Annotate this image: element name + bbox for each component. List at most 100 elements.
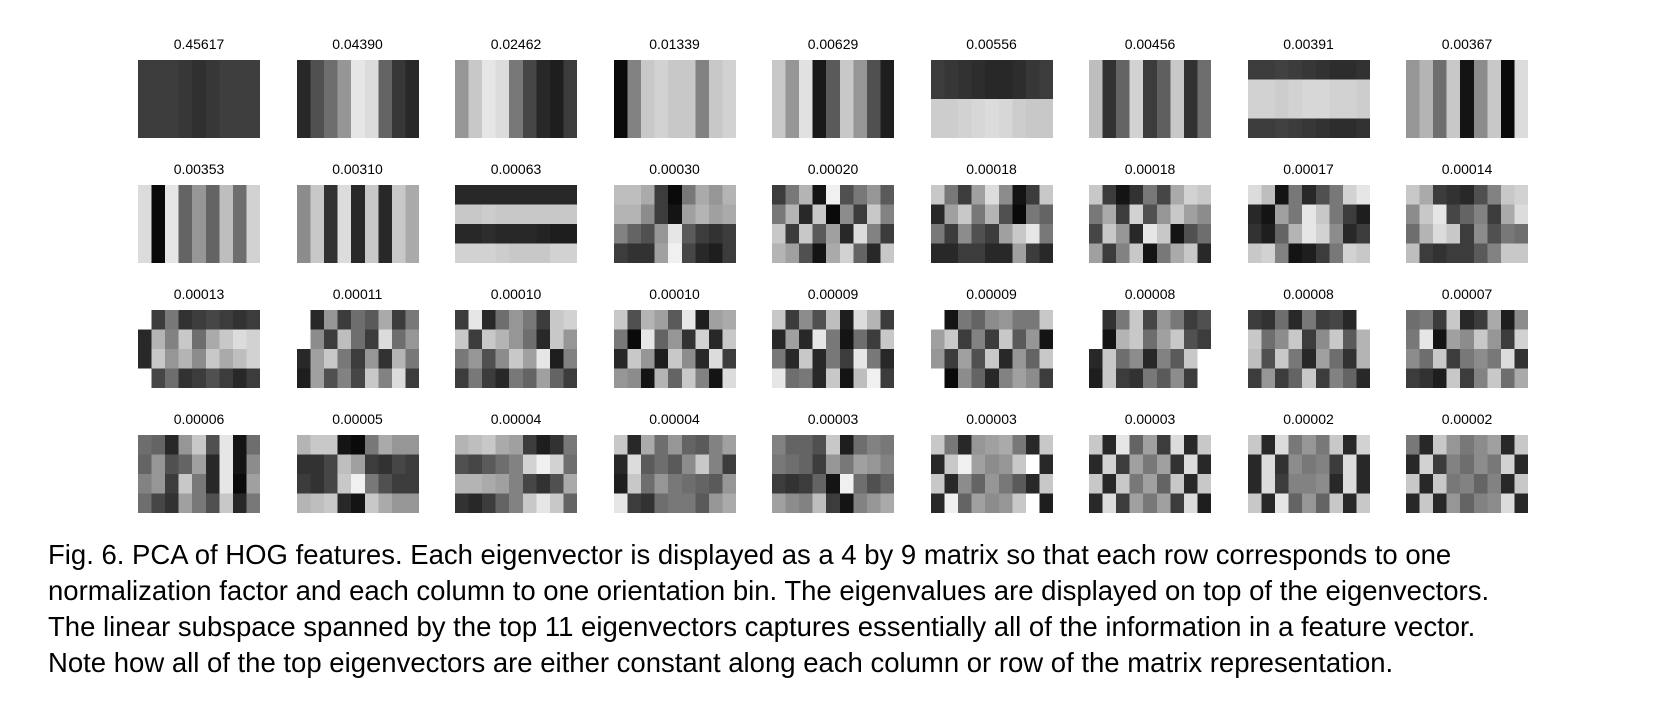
matrix-cell — [536, 435, 551, 456]
matrix-cell — [522, 224, 537, 245]
matrix-cell — [1183, 368, 1199, 388]
matrix-cell — [1156, 310, 1171, 331]
caption-line-1: Fig. 6. PCA of HOG features. Each eigenv… — [48, 539, 1452, 570]
matrix-cell — [1025, 185, 1040, 206]
matrix-cell — [296, 243, 311, 263]
matrix-cell — [1328, 310, 1343, 331]
matrix-cell — [1315, 118, 1330, 138]
matrix-cell — [826, 79, 841, 100]
matrix-cell — [799, 204, 814, 225]
matrix-cell — [1433, 454, 1448, 475]
matrix-cell — [522, 454, 537, 475]
matrix-cell — [1419, 310, 1434, 331]
matrix-cell — [1406, 435, 1421, 456]
matrix-cell — [455, 243, 470, 263]
matrix-cell — [1342, 224, 1357, 245]
matrix-cell — [984, 79, 999, 100]
matrix-cell — [998, 493, 1013, 513]
matrix-cell — [1446, 493, 1461, 513]
matrix-cell — [455, 79, 470, 100]
eigenvalue-label: 0.45617 — [173, 36, 225, 52]
matrix-cell — [1089, 474, 1104, 495]
matrix-cell — [667, 368, 682, 388]
eigenvalue-label: 0.00353 — [173, 161, 225, 177]
matrix-cell — [219, 493, 234, 513]
matrix-cell — [1419, 243, 1434, 263]
matrix-cell — [377, 454, 392, 475]
matrix-cell — [391, 435, 406, 456]
eigenvector-matrix — [138, 435, 260, 513]
matrix-cell — [1288, 118, 1303, 138]
matrix-cell — [1156, 118, 1171, 138]
matrix-cell — [138, 368, 153, 388]
matrix-cell — [1025, 118, 1040, 138]
matrix-cell — [1355, 204, 1370, 225]
matrix-cell — [971, 224, 986, 245]
eigenvector-matrix — [1406, 310, 1528, 388]
eigenvector-heatmap — [1406, 60, 1528, 138]
matrix-cell — [1301, 243, 1316, 263]
matrix-cell — [930, 474, 945, 495]
matrix-cell — [839, 349, 854, 370]
eigenvector-heatmap — [613, 310, 736, 388]
matrix-cell — [654, 185, 669, 206]
matrix-cell — [799, 349, 814, 370]
matrix-cell — [853, 435, 868, 456]
matrix-cell — [404, 79, 419, 100]
matrix-cell — [654, 310, 669, 331]
eigenvector-cell: 0.00030 — [613, 161, 736, 273]
matrix-cell — [1473, 349, 1488, 370]
matrix-cell — [1025, 99, 1040, 120]
matrix-cell — [205, 493, 220, 513]
matrix-cell — [826, 454, 841, 475]
matrix-cell — [1487, 349, 1502, 370]
eigenvector-cell: 0.00010 — [613, 286, 736, 398]
matrix-cell — [1460, 493, 1475, 513]
matrix-cell — [1170, 368, 1185, 388]
matrix-cell — [165, 243, 180, 263]
matrix-cell — [1514, 368, 1528, 388]
matrix-cell — [1433, 493, 1448, 513]
matrix-cell — [232, 454, 248, 475]
matrix-cell — [853, 310, 868, 331]
eigenvector-cell: 0.00013 — [138, 286, 260, 398]
matrix-cell — [1446, 79, 1461, 100]
matrix-cell — [391, 243, 406, 263]
matrix-cell — [138, 60, 153, 81]
matrix-cell — [1025, 329, 1040, 350]
matrix-cell — [377, 474, 392, 495]
matrix-cell — [1170, 493, 1185, 513]
matrix-cell — [138, 310, 153, 331]
matrix-cell — [984, 243, 999, 263]
eigenvector-heatmap — [455, 435, 577, 513]
eigenvalue-label: 0.00009 — [807, 286, 859, 302]
matrix-cell — [1355, 474, 1370, 495]
eigenvector-cell: 0.00008 — [1089, 286, 1211, 398]
eigenvector-heatmap — [772, 310, 894, 388]
matrix-cell — [667, 310, 682, 331]
matrix-cell — [1500, 368, 1516, 388]
matrix-cell — [468, 310, 483, 331]
matrix-cell — [377, 185, 392, 206]
matrix-cell — [799, 310, 814, 331]
matrix-cell — [468, 493, 483, 513]
matrix-cell — [708, 329, 723, 350]
matrix-cell — [522, 118, 537, 138]
matrix-cell — [1460, 60, 1475, 81]
matrix-cell — [984, 118, 999, 138]
eigenvector-heatmap — [613, 435, 736, 513]
matrix-cell — [640, 474, 655, 495]
matrix-cell — [1315, 435, 1330, 456]
matrix-cell — [799, 185, 814, 206]
matrix-cell — [944, 435, 959, 456]
matrix-cell — [880, 349, 894, 370]
matrix-cell — [1116, 454, 1131, 475]
matrix-cell — [310, 79, 325, 100]
matrix-cell — [1143, 493, 1158, 513]
matrix-cell — [1129, 310, 1144, 331]
matrix-cell — [364, 204, 379, 225]
matrix-cell — [1102, 310, 1117, 331]
matrix-cell — [1460, 79, 1475, 100]
matrix-cell — [337, 435, 352, 456]
matrix-cell — [1328, 185, 1343, 206]
